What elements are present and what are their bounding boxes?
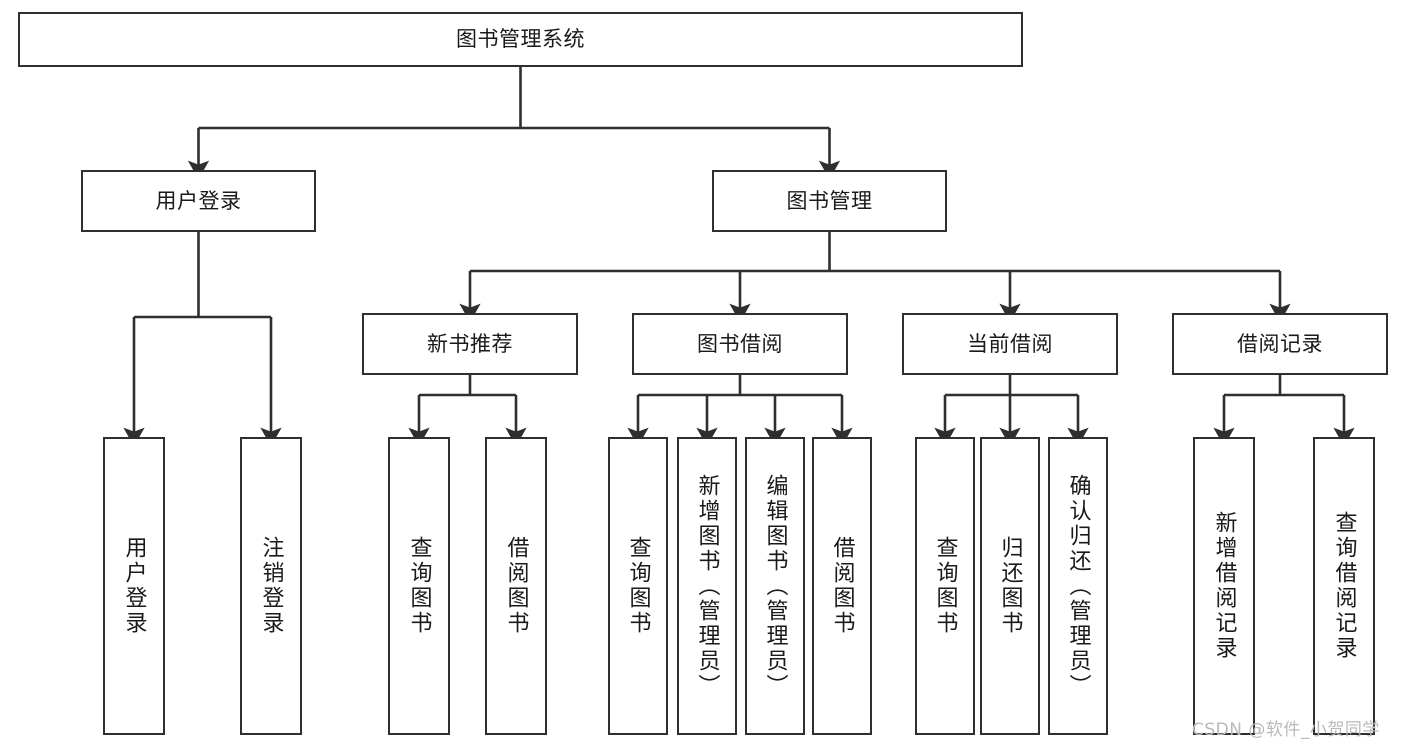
node-root[interactable]: 图书管理系统 — [18, 12, 1023, 67]
node-label: 图书管理系统 — [456, 27, 585, 52]
node-leaf-query-book-borrow[interactable]: 查询图书 — [608, 437, 668, 735]
node-label: 借阅图书 — [503, 536, 529, 636]
edge-layer — [123, 67, 1355, 447]
node-label: 查询借阅记录 — [1331, 511, 1357, 661]
node-label: 借阅记录 — [1237, 331, 1323, 356]
node-leaf-add-borrow-record[interactable]: 新增借阅记录 — [1193, 437, 1255, 735]
node-leaf-query-borrow-record[interactable]: 查询借阅记录 — [1313, 437, 1375, 735]
node-label: 确认归还（管理员） — [1065, 473, 1091, 699]
node-new-book-recommend[interactable]: 新书推荐 — [362, 313, 578, 375]
node-borrow-record[interactable]: 借阅记录 — [1172, 313, 1388, 375]
node-user-login[interactable]: 用户登录 — [81, 170, 316, 232]
node-current-borrow[interactable]: 当前借阅 — [902, 313, 1118, 375]
node-leaf-logout-login[interactable]: 注销登录 — [240, 437, 302, 735]
node-leaf-confirm-return-admin[interactable]: 确认归还（管理员） — [1048, 437, 1108, 735]
node-label: 编辑图书（管理员） — [762, 473, 788, 699]
node-label: 当前借阅 — [967, 331, 1053, 356]
node-leaf-query-book-rec[interactable]: 查询图书 — [388, 437, 450, 735]
node-leaf-borrow-book-rec[interactable]: 借阅图书 — [485, 437, 547, 735]
node-label: 注销登录 — [258, 536, 284, 636]
watermark: CSDN @软件_小贺同学 — [1192, 720, 1380, 740]
node-leaf-add-book-admin[interactable]: 新增图书（管理员） — [677, 437, 737, 735]
node-label: 新书推荐 — [427, 331, 513, 356]
node-label: 用户登录 — [121, 536, 147, 636]
node-label: 归还图书 — [997, 536, 1023, 636]
node-book-manage[interactable]: 图书管理 — [712, 170, 947, 232]
node-label: 新增借阅记录 — [1211, 511, 1237, 661]
node-label: 查询图书 — [932, 536, 958, 636]
node-label: 查询图书 — [406, 536, 432, 636]
node-leaf-user-login[interactable]: 用户登录 — [103, 437, 165, 735]
node-label: 新增图书（管理员） — [694, 473, 720, 699]
node-leaf-borrow-book[interactable]: 借阅图书 — [812, 437, 872, 735]
node-label: 用户登录 — [155, 188, 242, 213]
node-leaf-return-book[interactable]: 归还图书 — [980, 437, 1040, 735]
node-label: 图书管理 — [786, 188, 873, 213]
node-leaf-edit-book-admin[interactable]: 编辑图书（管理员） — [745, 437, 805, 735]
node-label: 查询图书 — [625, 536, 651, 636]
node-leaf-query-book-cur[interactable]: 查询图书 — [915, 437, 975, 735]
node-label: 借阅图书 — [829, 536, 855, 636]
node-label: 图书借阅 — [697, 331, 783, 356]
node-book-borrow[interactable]: 图书借阅 — [632, 313, 848, 375]
